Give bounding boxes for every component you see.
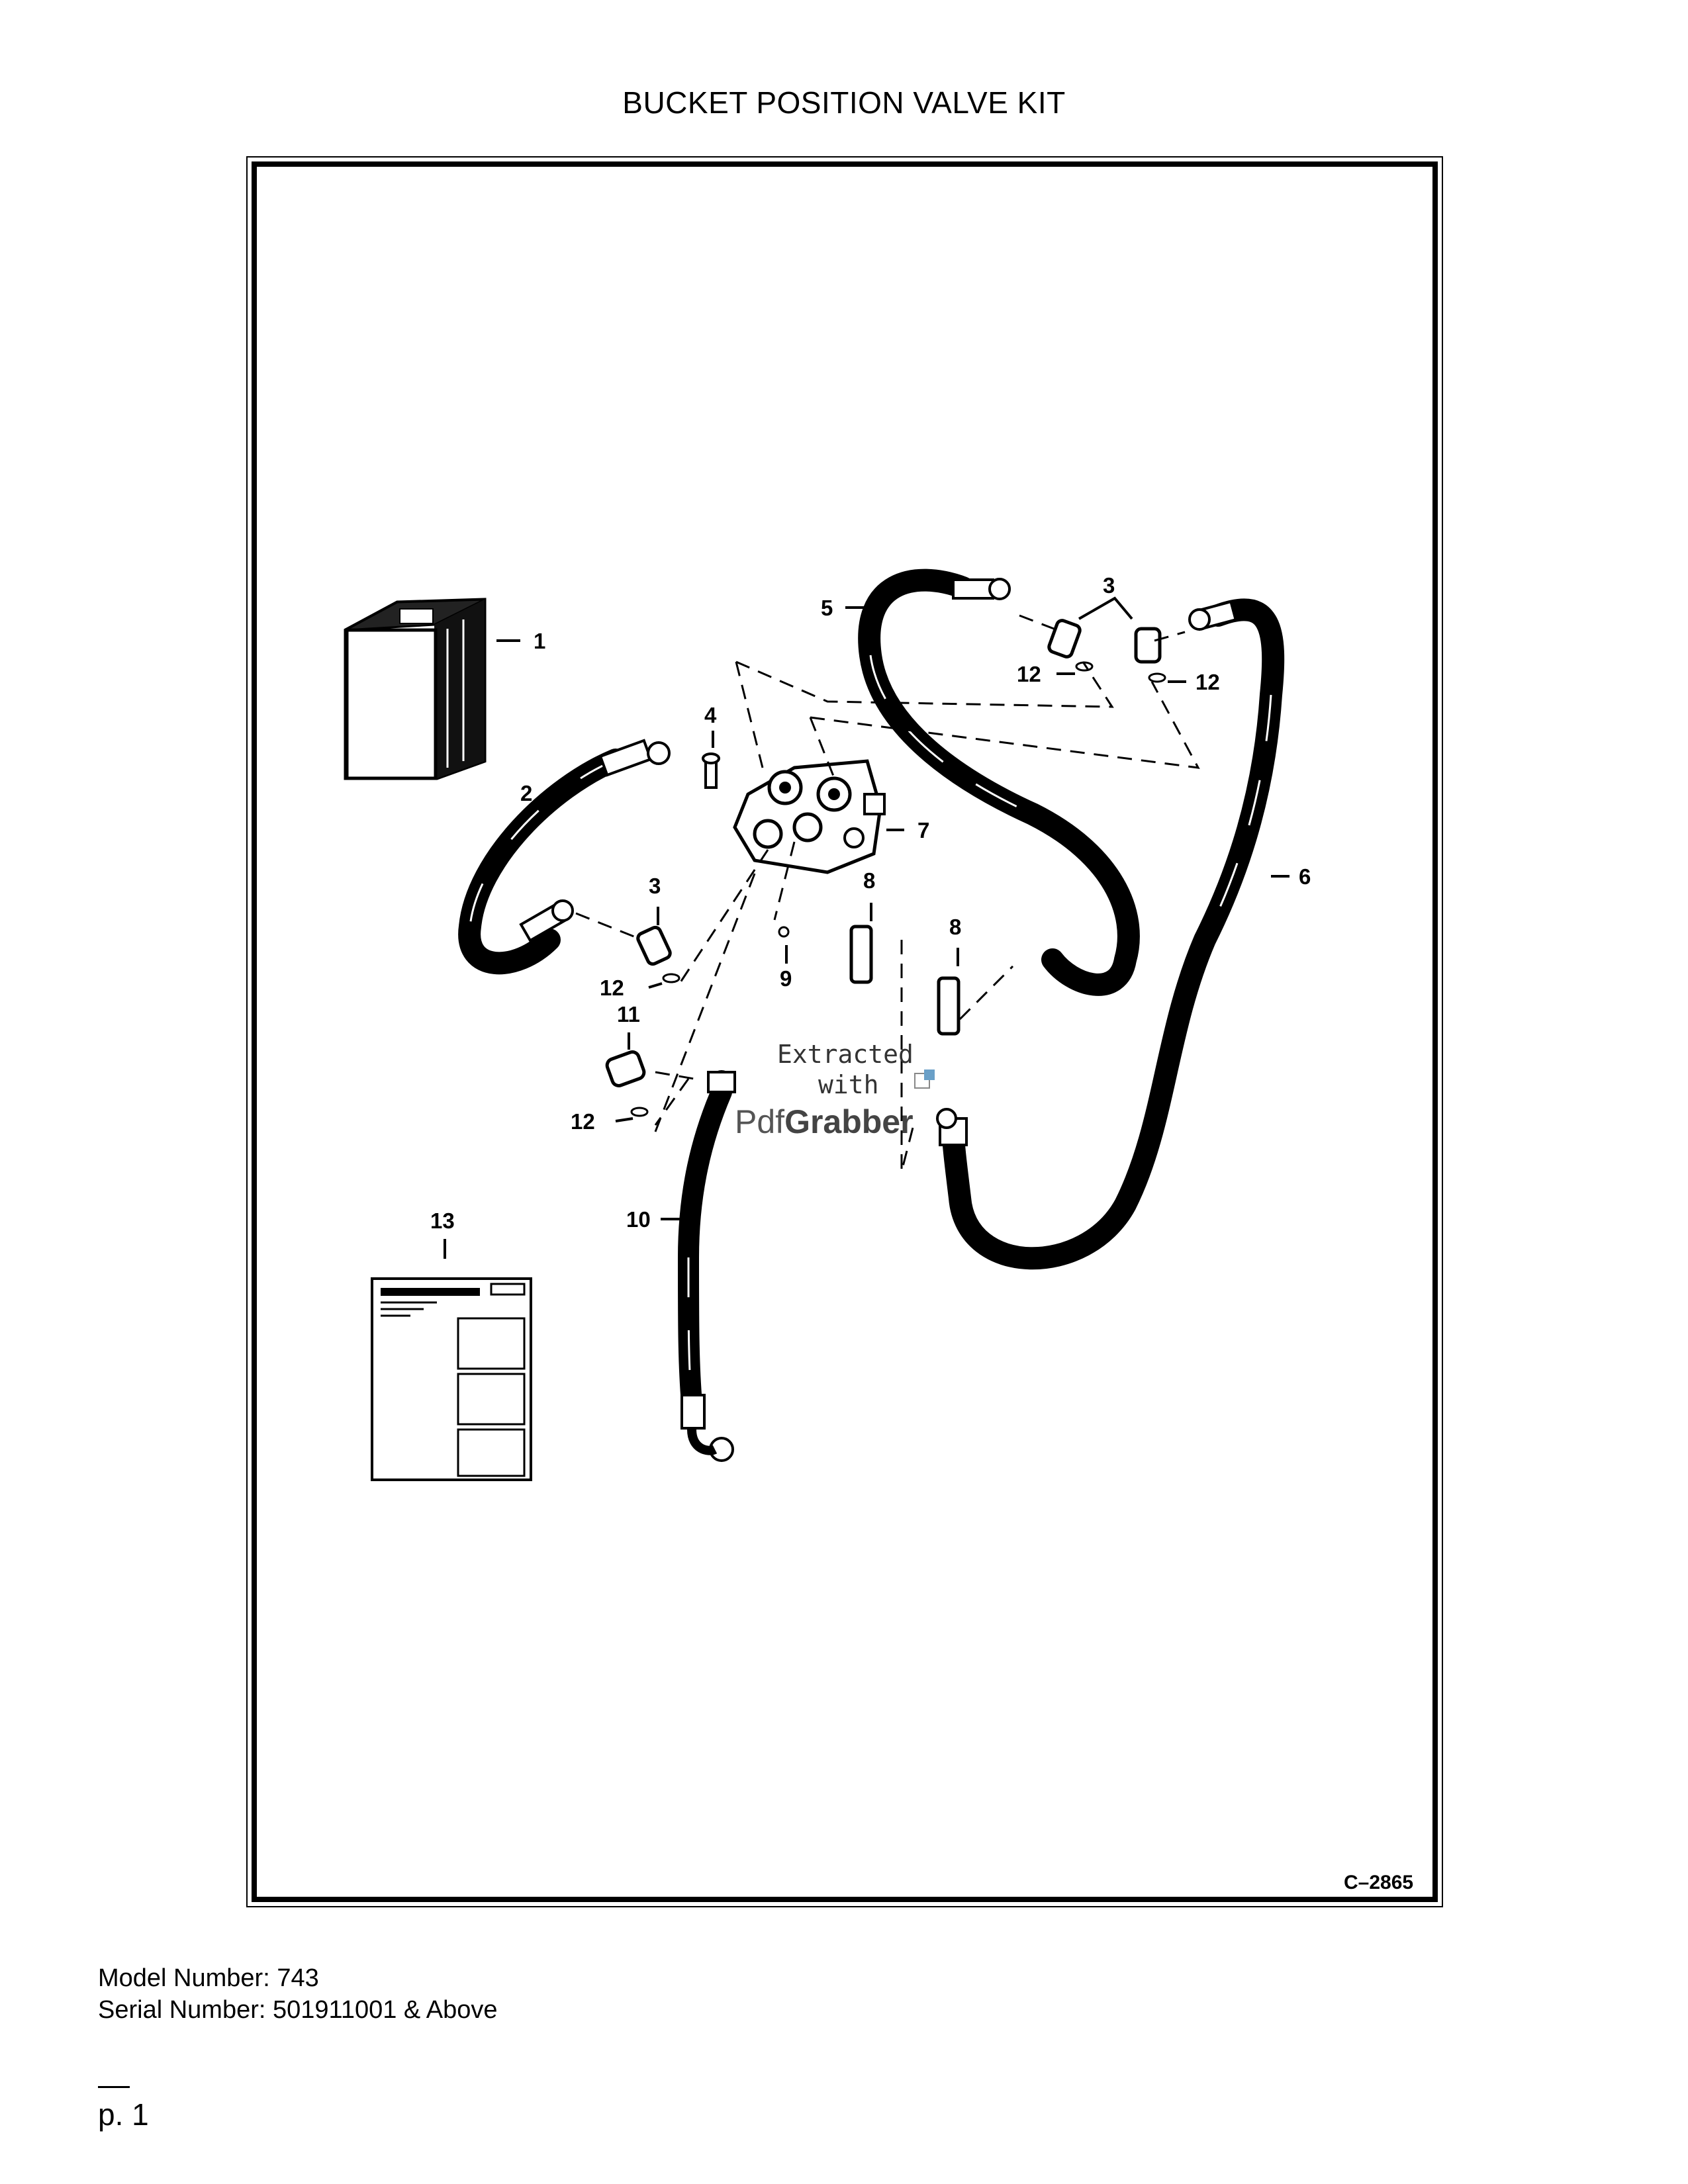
model-number: Model Number: 743 [98, 1964, 319, 1992]
callout-leaders [444, 596, 1289, 1259]
callout-9: 9 [780, 966, 792, 991]
callout-12: 12 [1196, 670, 1220, 694]
callout-3: 3 [1103, 573, 1115, 598]
part-11-fitting [605, 1050, 646, 1087]
callout-11: 11 [617, 1002, 640, 1026]
figure-ref: C–2865 [1344, 1872, 1413, 1893]
part-13-instructions [371, 1277, 532, 1481]
callout-13: 13 [430, 1208, 455, 1233]
callout-12: 12 [600, 976, 624, 1000]
callout-8: 8 [863, 868, 875, 893]
part-3-fittings [636, 619, 1162, 966]
figure-frame [252, 161, 1438, 1902]
part-2-hose [458, 739, 671, 975]
figure-frame-outer [246, 156, 1443, 1907]
callout-3: 3 [649, 874, 661, 898]
part-5-hose [858, 569, 1140, 996]
callout-12: 12 [1017, 662, 1041, 686]
part-7-valve [733, 759, 886, 874]
page-number-rule [98, 2086, 130, 2088]
callout-2: 2 [520, 781, 532, 805]
part-1-box [344, 598, 487, 780]
watermark-line2: with [818, 1070, 879, 1099]
callout-12: 12 [571, 1109, 595, 1134]
alignment-lines [575, 614, 1200, 1172]
part-4-bolt [702, 752, 720, 789]
part-12-orings [630, 661, 1166, 1117]
watermark: Extracted with PdfGrabber [735, 1040, 935, 1140]
page-title: BUCKET POSITION VALVE KIT [622, 85, 1066, 120]
callout-5: 5 [821, 596, 833, 620]
callout-6: 6 [1299, 864, 1311, 889]
callout-10: 10 [626, 1207, 651, 1232]
watermark-brand: PdfGrabber [735, 1103, 914, 1140]
part-10-hose [677, 1070, 736, 1462]
part-8-fittings [849, 925, 961, 1036]
callout-1: 1 [534, 629, 545, 653]
part-6-hose [936, 598, 1285, 1270]
serial-number: Serial Number: 501911001 & Above [98, 1996, 498, 2024]
page-number: p. 1 [98, 2097, 149, 2132]
callout-7: 7 [917, 818, 929, 842]
watermark-line1: Extracted [777, 1040, 914, 1069]
part-9-ball [778, 926, 790, 938]
callout-4: 4 [704, 703, 717, 727]
callout-8: 8 [949, 915, 961, 939]
